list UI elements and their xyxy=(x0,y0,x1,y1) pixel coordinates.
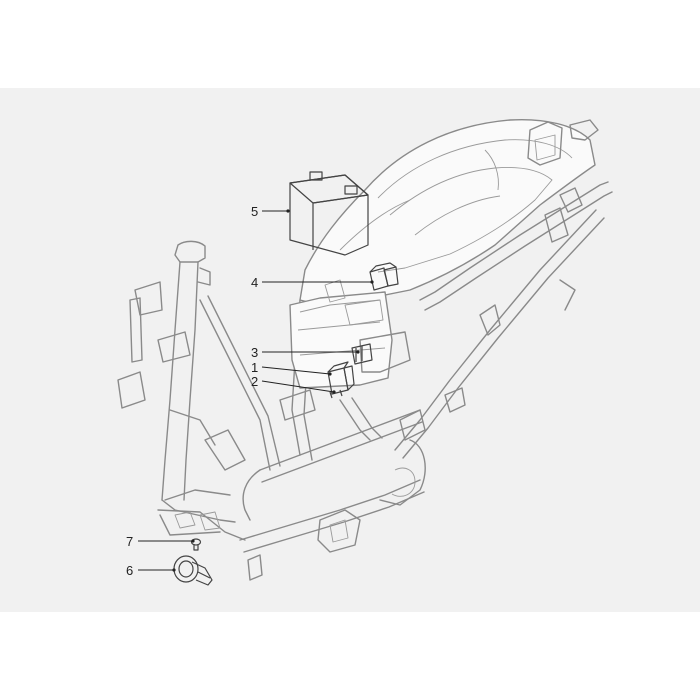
callout-2: 2 xyxy=(251,374,336,394)
callout-label-4: 4 xyxy=(251,275,258,290)
callout-label-1: 1 xyxy=(251,360,258,375)
callout-label-2: 2 xyxy=(251,374,258,389)
callout-7: 7 xyxy=(126,534,195,549)
callout-4: 4 xyxy=(251,275,374,290)
callout-1: 1 xyxy=(251,360,332,376)
scooter-frame xyxy=(117,118,613,581)
callout-label-7: 7 xyxy=(126,534,133,549)
fuse-box-part xyxy=(351,343,373,365)
relay-part-4 xyxy=(369,262,399,291)
callout-label-3: 3 xyxy=(251,345,258,360)
callout-3: 3 xyxy=(251,345,360,360)
callout-5: 5 xyxy=(251,204,290,219)
horn-part xyxy=(173,555,213,586)
battery-part xyxy=(289,171,369,256)
callout-label-5: 5 xyxy=(251,204,258,219)
callout-label-6: 6 xyxy=(126,563,133,578)
screw-part xyxy=(190,538,202,551)
callout-6: 6 xyxy=(126,563,176,578)
relay-part-1-2 xyxy=(327,361,355,399)
